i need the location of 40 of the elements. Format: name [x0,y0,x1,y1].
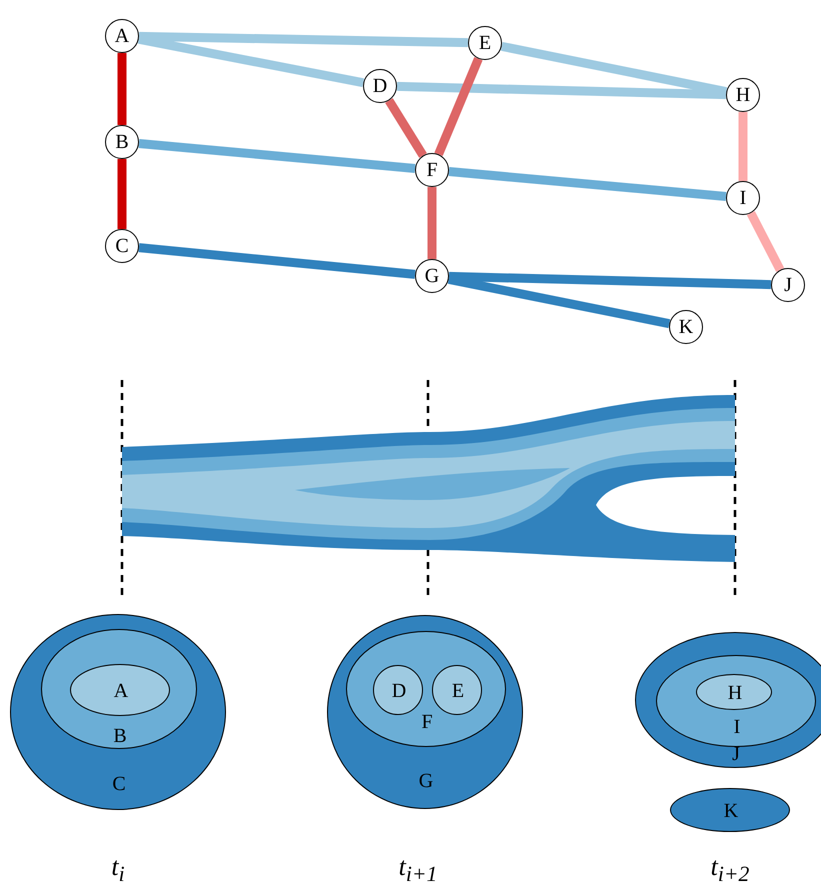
node-label: D [392,680,406,702]
graph-node: E [468,26,502,60]
graph-edge [138,32,468,48]
time-label: t$_{i}$ [111,852,125,888]
group-ellipse [373,665,423,715]
graph-edge [118,53,126,125]
graph-edge [746,211,784,272]
node-label: J [732,743,740,765]
graph-node: G [415,259,449,293]
graph-edge [428,187,436,259]
node-label: C [112,773,126,795]
time-label: t$_{i+2}$ [710,852,750,888]
graph-node: J [771,268,805,302]
node-label: B [113,725,127,747]
graph-edge [118,159,126,229]
node-label: K [724,800,738,822]
node-label: F [421,711,433,733]
node-label: H [728,682,742,704]
group-ellipse [432,665,482,715]
graph-node: A [105,19,139,53]
node-label: G [418,770,434,792]
graph-node: F [415,153,449,187]
graph-edge [385,98,427,158]
graph-node: K [669,310,703,344]
node-label: I [734,716,740,738]
graph-node: B [105,125,139,159]
graph-node: D [363,69,397,103]
graph-edge [434,56,483,156]
graph-node: H [726,78,760,112]
graph-edge [138,139,416,173]
graph-edge [138,243,416,279]
graph-edge [396,82,726,100]
graph-edge [448,272,772,290]
node-label: A [114,680,128,702]
graph-edge [448,167,726,201]
time-label: t$_{i+1}$ [398,852,438,888]
graph-node: I [726,181,760,215]
node-label: E [452,680,464,702]
graph-edge [738,112,748,181]
graph-node: C [105,229,139,263]
